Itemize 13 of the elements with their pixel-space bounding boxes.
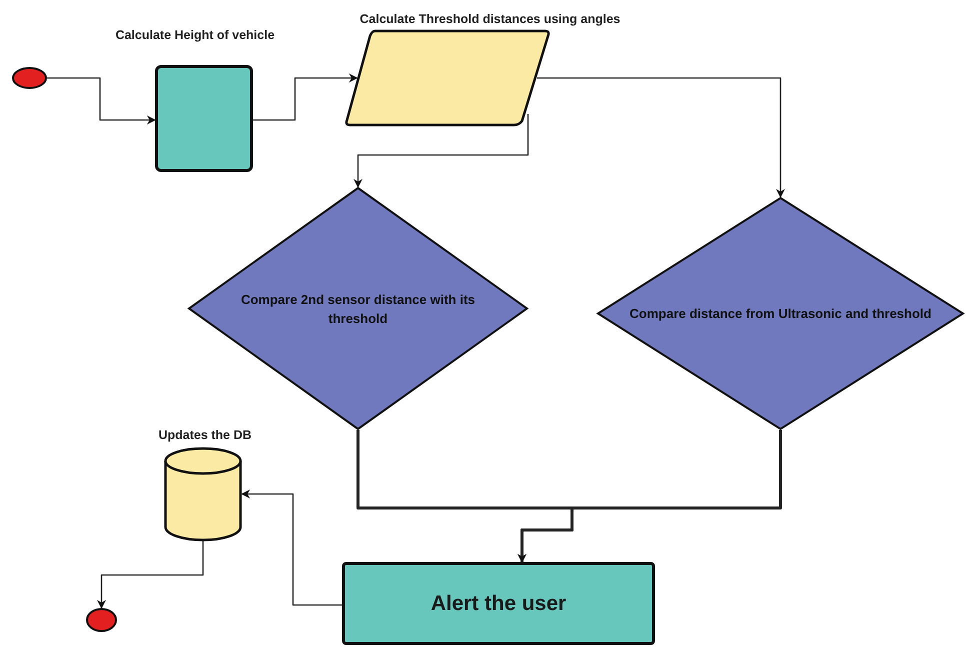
connector-arrow [241,490,342,606]
node-heading: Calculate Height of vehicle [114,27,276,44]
connector-arrow [537,77,785,198]
node-label: Compare 2nd sensor distance with its threshold [240,290,476,328]
process-box: Alert the user [342,562,655,645]
connector-arrow [354,114,529,188]
node-label: Compare distance from Ultrasonic and threshold [628,305,932,323]
node-heading: Calculate Threshold distances using angles [358,11,622,28]
node-heading: Updates the DB [157,427,253,444]
connector-arrow [253,74,358,121]
connector-arrow [47,77,156,124]
connector-arrow [97,541,204,609]
connector-arrow [518,430,782,563]
